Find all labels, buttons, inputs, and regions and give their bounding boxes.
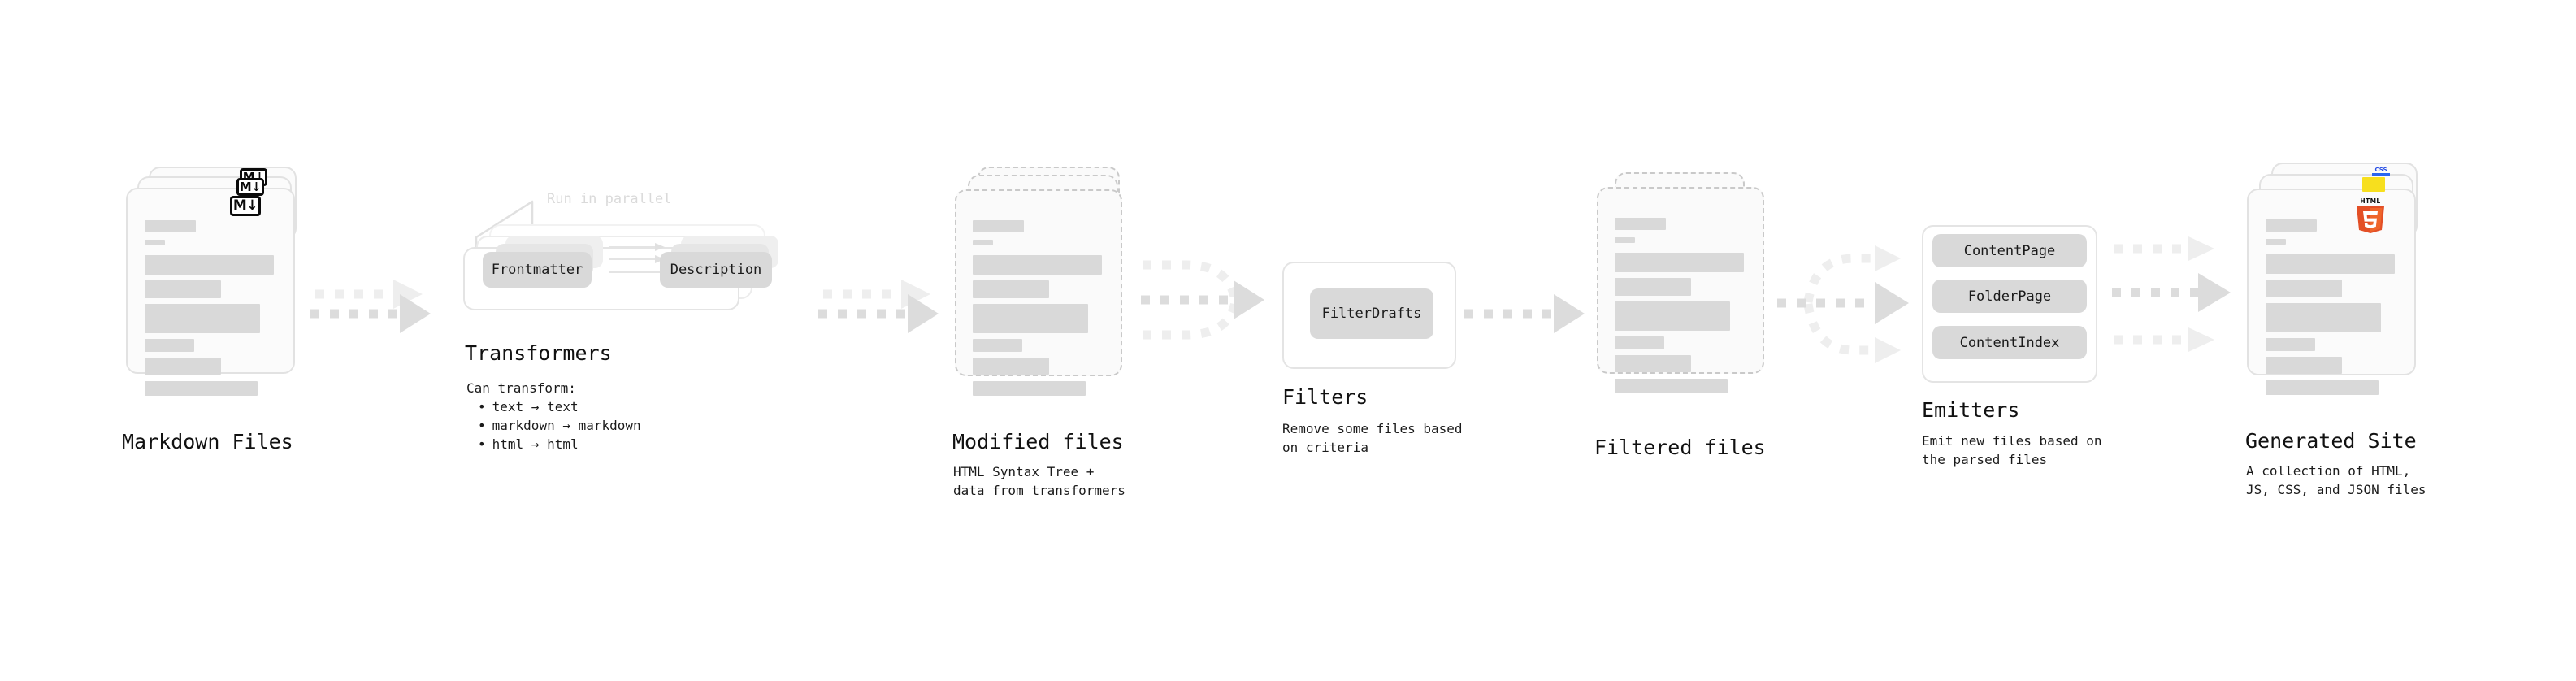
markdown-icon: M↓ [236, 178, 264, 196]
content-bar [145, 280, 221, 298]
stage-title-filters: Filters [1282, 385, 1368, 409]
transformer-chip-frontmatter[interactable]: Frontmatter [483, 252, 592, 288]
content-bar [2266, 280, 2342, 297]
markdown-file-content [128, 189, 293, 396]
generated-site-card-html [2247, 189, 2416, 395]
transformers-bullet-item: html → html [478, 435, 641, 453]
content-bar [1615, 237, 1635, 243]
stage-filtered-files: Filtered files [1594, 172, 1772, 459]
stage-title-filtered-files: Filtered files [1594, 436, 1766, 459]
content-bar [145, 304, 260, 333]
content-bar [2266, 338, 2315, 351]
content-bar [1615, 336, 1664, 349]
stage-modified-files: Modified files HTML Syntax Tree + data f… [952, 167, 1130, 498]
stage-title-emitters: Emitters [1922, 398, 2020, 422]
filters-caption: Remove some files based on criteria [1282, 421, 1463, 455]
stage-generated-site: CSS HTML Generated Site A collection of … [2245, 163, 2426, 497]
generated-site-content [2249, 190, 2414, 395]
modified-files-caption: HTML Syntax Tree + data from transformer… [953, 464, 1125, 498]
content-bar [145, 358, 221, 375]
transformers-bullet-list: text → text markdown → markdown html → h… [466, 397, 641, 453]
stage-title-generated-site: Generated Site [2245, 429, 2417, 453]
emitter-chip-contentpage[interactable]: ContentPage [1932, 234, 2087, 267]
arrow-markdown-to-transformers [310, 280, 431, 333]
emitter-chip-contentindex[interactable]: ContentIndex [1932, 326, 2087, 359]
stage-title-modified-files: Modified files [952, 430, 1124, 453]
content-bar [145, 255, 274, 275]
modified-file-stack [955, 167, 1130, 396]
content-bar [1615, 253, 1744, 272]
content-bar [1615, 379, 1728, 393]
content-bar [1615, 301, 1730, 331]
content-bar [2266, 239, 2286, 245]
content-bar [1615, 218, 1666, 230]
markdown-icon: M↓ [230, 196, 261, 216]
stage-title-transformers: Transformers [465, 341, 612, 365]
filtered-file-content [1598, 189, 1763, 393]
content-bar [973, 240, 993, 245]
css3-icon: CSS [2372, 167, 2390, 176]
arrow-emitters-to-site [2112, 236, 2231, 352]
arrow-filtered-to-emitters [1777, 245, 1909, 363]
filter-chip-filterdrafts[interactable]: FilterDrafts [1310, 288, 1433, 339]
transformers-bullet-item: markdown → markdown [478, 416, 641, 435]
run-in-parallel-annotation: Run in parallel [547, 191, 672, 207]
javascript-icon [2362, 177, 2385, 192]
arrow-modified-to-filters [1141, 260, 1264, 340]
svg-text:HTML: HTML [2360, 197, 2380, 205]
content-bar [2266, 303, 2381, 332]
content-bar [2266, 357, 2342, 374]
transformers-caption-lead: Can transform: [466, 380, 576, 396]
content-bar [1615, 278, 1691, 296]
content-bar [973, 280, 1049, 298]
modified-file-card-front [955, 189, 1122, 396]
transformers-caption: Can transform: text → text markdown → ma… [466, 379, 641, 453]
content-bar [2266, 254, 2395, 274]
stage-markdown-files: M↓ M↓ M↓ Markdown Files [122, 167, 301, 453]
svg-text:CSS: CSS [2374, 167, 2387, 173]
modified-file-content [956, 191, 1121, 396]
arrow-filters-to-filtered [1464, 294, 1585, 333]
content-bar [145, 220, 196, 232]
emitter-chip-folderpage[interactable]: FolderPage [1932, 280, 2087, 313]
emitters-caption: Emit new files based on the parsed files [1922, 433, 2102, 467]
stage-title-markdown-files: Markdown Files [122, 430, 293, 453]
content-bar [145, 381, 258, 396]
content-bar [145, 240, 165, 245]
transformer-chip-description[interactable]: Description [660, 252, 772, 288]
content-bar [973, 358, 1049, 375]
html5-icon: HTML [2357, 197, 2384, 233]
content-bar [2266, 219, 2317, 232]
content-bar [973, 255, 1102, 275]
content-bar [973, 220, 1024, 232]
arrow-transformers-to-modified [818, 280, 939, 333]
markdown-file-card-front [126, 188, 295, 396]
transformers-bullet-item: text → text [478, 397, 641, 416]
content-bar [973, 304, 1088, 333]
content-bar [145, 339, 194, 352]
markdown-file-stack: M↓ M↓ M↓ [126, 167, 301, 396]
filtered-file-card-front [1597, 187, 1764, 393]
content-bar [2266, 380, 2379, 395]
filtered-file-stack [1597, 172, 1772, 393]
content-bar [1615, 355, 1691, 372]
content-bar [973, 381, 1086, 396]
generated-site-stack: CSS HTML [2247, 163, 2422, 395]
content-bar [973, 339, 1022, 352]
generated-site-caption: A collection of HTML, JS, CSS, and JSON … [2246, 463, 2426, 497]
